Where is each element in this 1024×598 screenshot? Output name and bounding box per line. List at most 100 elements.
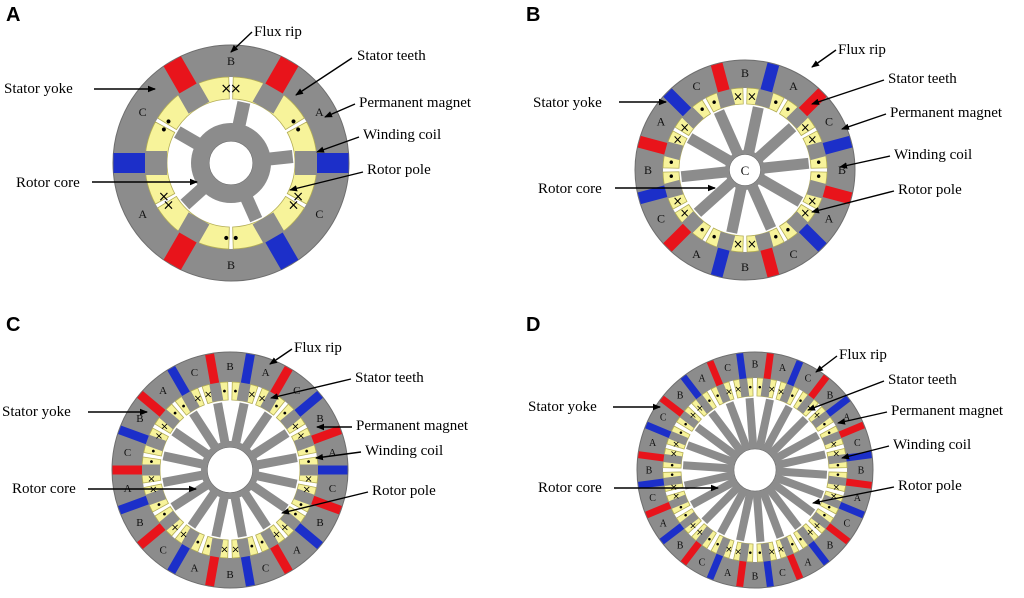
winding-dot: •: [148, 457, 154, 468]
permanent-magnet: [759, 62, 780, 95]
permanent-magnet: [638, 451, 667, 462]
permanent-magnet: [836, 501, 865, 519]
winding-dot: •: [668, 156, 675, 170]
phase-label: A: [315, 105, 324, 119]
phase-label: A: [804, 557, 812, 568]
winding-cross: ×: [673, 194, 683, 208]
phase-label: A: [692, 247, 701, 261]
winding-dot: •: [784, 224, 791, 238]
phase-label: C: [191, 367, 198, 379]
rotor-pole: [713, 109, 743, 156]
stator-tooth: [293, 488, 315, 506]
phase-label: A: [779, 363, 787, 374]
permanent-magnet-arrow-d: [837, 411, 888, 425]
rotor-pole: [174, 126, 202, 150]
stator-yoke-label-c: Stator yoke: [2, 404, 71, 420]
stator-yoke-label-d: Stator yoke: [528, 399, 597, 415]
winding-dot: •: [798, 397, 803, 407]
winding-dot: •: [715, 392, 720, 402]
phase-label: C: [660, 413, 667, 424]
rotor-pole: [747, 184, 777, 231]
rotor-pole: [760, 491, 785, 539]
winding-coil-arrow-b: [839, 155, 891, 169]
permanent-magnet: [137, 521, 168, 549]
winding-dot: •: [669, 461, 674, 471]
stator-yoke-label-b: Stator yoke: [533, 95, 602, 111]
rotor-pole: [777, 474, 824, 499]
flux-rip-arrow-a: [230, 31, 253, 53]
rotor-pole: [693, 177, 736, 217]
permanent-magnet: [637, 184, 670, 205]
winding-dot: •: [678, 429, 683, 439]
permanent-magnet: [315, 153, 349, 173]
stator-teeth-label-c: Stator teeth: [355, 370, 424, 386]
permanent-magnet: [763, 558, 774, 587]
stator-tooth: [679, 511, 699, 530]
permanent-magnet-label-c: Permanent magnet: [356, 418, 469, 434]
phase-label: A: [825, 212, 834, 226]
stator-tooth: [145, 151, 167, 175]
winding-cross: ×: [297, 431, 305, 442]
winding-dot: •: [748, 383, 753, 393]
stator-tooth: [716, 231, 736, 252]
permanent-magnet-arrow-a: [324, 103, 356, 118]
phase-label: B: [646, 466, 653, 477]
winding-cross: ×: [747, 237, 757, 251]
phase-label: C: [789, 247, 797, 261]
winding-cross: ×: [272, 529, 280, 540]
stator-tooth: [663, 454, 683, 465]
winding-dot: •: [249, 541, 255, 552]
rotor-pole: [779, 467, 828, 479]
rotor-pole: [255, 453, 298, 470]
phase-label: A: [698, 374, 706, 385]
winding-cross: ×: [179, 529, 187, 540]
winding-cross: ×: [725, 545, 733, 555]
permanent-magnet: [706, 551, 724, 580]
permanent-magnet: [645, 501, 674, 519]
phase-label: A: [293, 545, 301, 557]
stator-teeth-label-b: Stator teeth: [888, 71, 957, 87]
panel-d-callouts: Flux rip Stator teeth Permanent magnet W…: [528, 347, 1004, 505]
winding-dot: •: [232, 231, 240, 247]
permanent-magnet: [638, 478, 667, 489]
stator-tooth: [252, 212, 285, 244]
winding-dot: •: [683, 421, 688, 431]
winding-dot: •: [835, 461, 840, 471]
winding-cross: ×: [733, 237, 743, 251]
stator-tooth: [796, 394, 815, 414]
stator-tooth: [739, 378, 750, 398]
phase-label: B: [316, 517, 323, 529]
phase-label: C: [779, 568, 786, 579]
stator-tooth: [260, 527, 279, 549]
winding-cross: ×: [194, 393, 202, 404]
phase-label: C: [825, 115, 833, 129]
permanent-magnet: [663, 88, 693, 118]
permanent-magnet: [736, 353, 747, 382]
stator-tooth: [779, 536, 794, 557]
winding-dot: •: [304, 446, 310, 457]
panel-b-callouts: Flux rip Stator teeth Permanent magnet W…: [533, 42, 1003, 214]
permanent-magnet: [824, 395, 851, 418]
permanent-magnet: [824, 522, 851, 545]
rotor-core-label-b: Rotor core: [538, 181, 602, 197]
stator-tooth: [760, 542, 771, 562]
winding-cross: ×: [813, 411, 821, 421]
stator-tooth: [663, 475, 683, 486]
permanent-magnet: [843, 451, 872, 462]
rotor-pole: [231, 402, 249, 445]
rotor-pole: [250, 429, 290, 460]
permanent-magnet: [786, 360, 804, 389]
phase-label: B: [677, 391, 684, 402]
phase-label: C: [159, 545, 166, 557]
phase-label: B: [741, 260, 749, 274]
winding-cross: ×: [670, 449, 678, 459]
permanent-magnet: [820, 184, 853, 205]
permanent-magnet: [137, 391, 168, 419]
rotor-pole: [754, 123, 797, 163]
phase-label: C: [854, 438, 861, 449]
winding-dot: •: [790, 540, 795, 550]
winding-cross: ×: [673, 132, 683, 146]
winding-cross: ×: [248, 390, 256, 401]
stator-tooth: [177, 212, 210, 244]
phase-label: B: [227, 54, 235, 68]
